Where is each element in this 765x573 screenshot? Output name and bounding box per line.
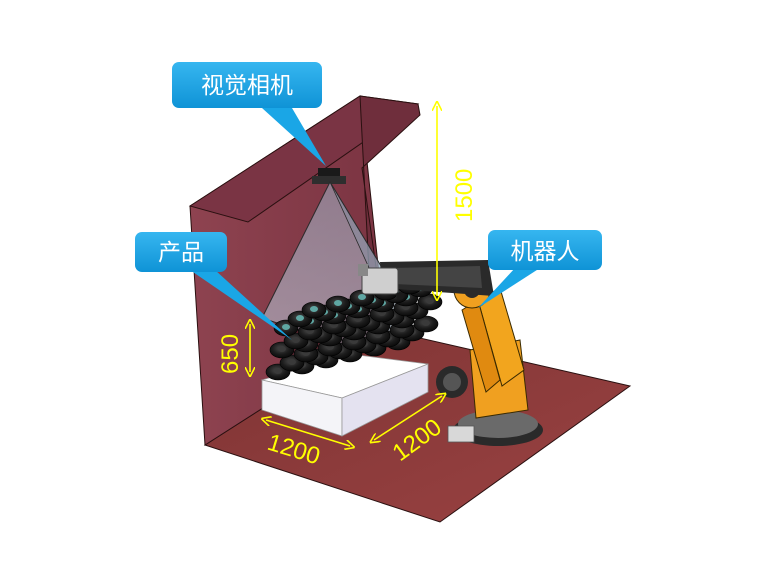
product-hub (288, 359, 296, 365)
callout-product-label: 产品 (158, 240, 204, 266)
vision-camera (312, 168, 346, 184)
product-hub (282, 324, 290, 330)
dimension-label-650: 650 (217, 334, 244, 374)
product-hub (422, 320, 430, 326)
callout-robot-label: 机器人 (511, 239, 580, 265)
dimension-label-1500: 1500 (451, 169, 478, 222)
product-hub (278, 346, 286, 352)
product-hub (296, 315, 304, 321)
product-hub (358, 294, 366, 300)
dimension-height-stack: 650 (217, 324, 250, 374)
product-hub (334, 300, 342, 306)
callout-product: 产品 (135, 232, 292, 340)
product-hub (274, 368, 282, 374)
product-stack (265, 271, 447, 381)
callout-camera: 视觉相机 (172, 62, 326, 166)
product-hub (292, 337, 300, 343)
product-hub (426, 298, 434, 304)
callout-robot: 机器人 (478, 230, 602, 308)
product-hub (310, 306, 318, 312)
dimension-height-camera: 1500 (437, 106, 478, 296)
callout-camera-label: 视觉相机 (201, 73, 293, 99)
robot (358, 260, 543, 446)
